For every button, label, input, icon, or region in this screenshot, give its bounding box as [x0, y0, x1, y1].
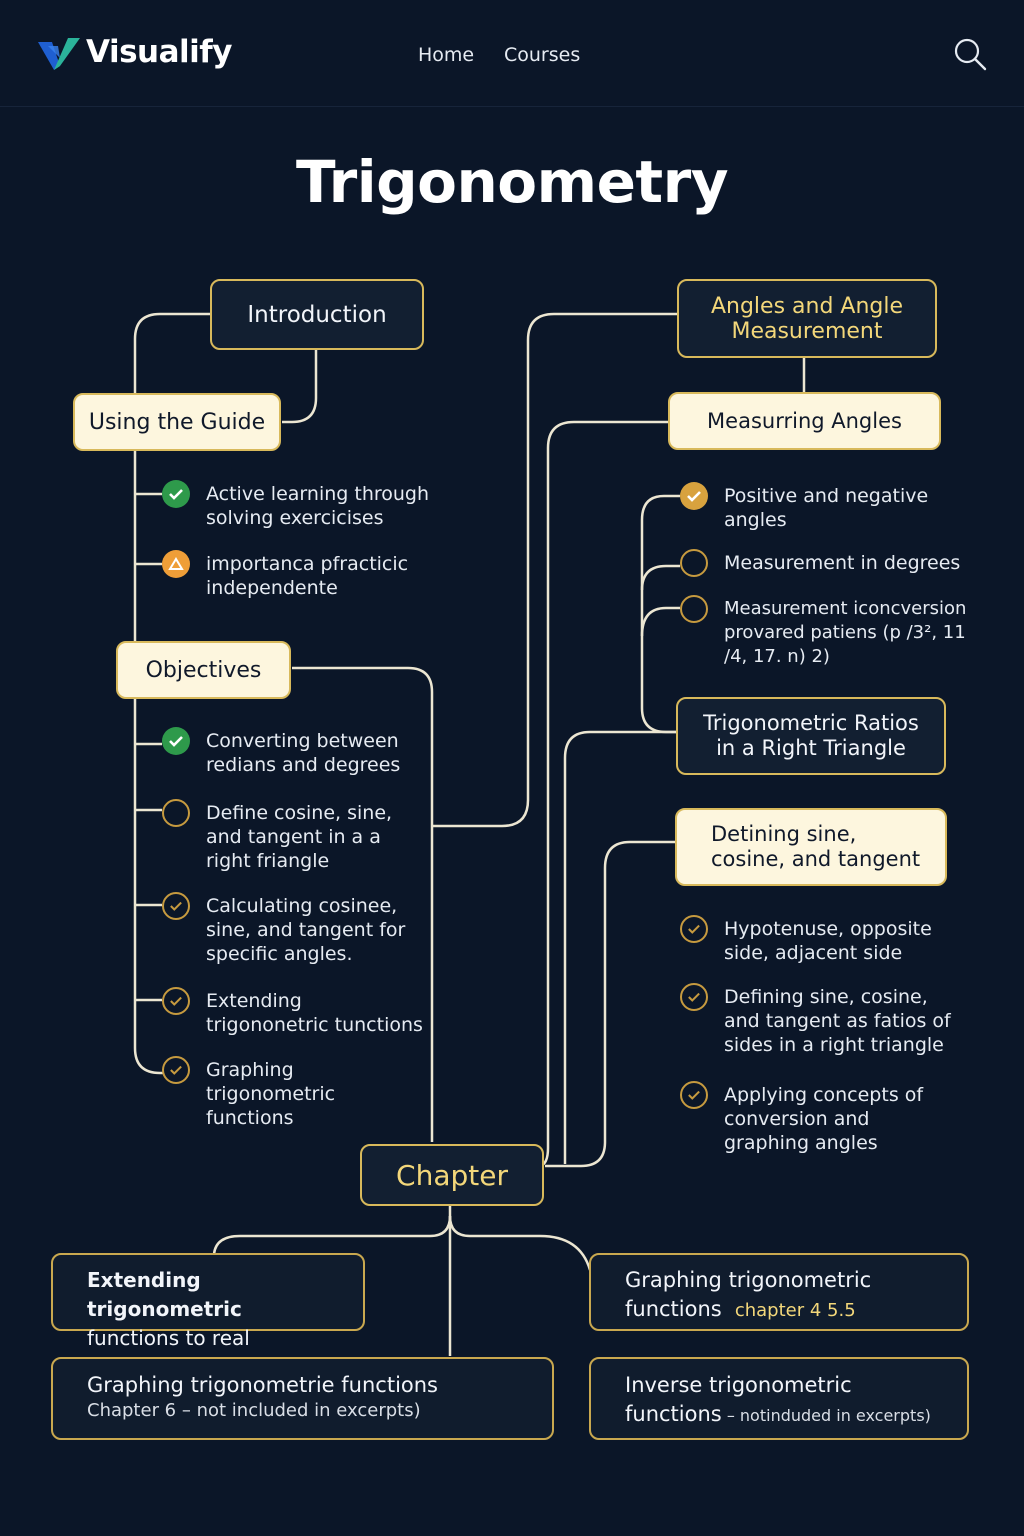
visualify-logo-icon[interactable]	[38, 36, 80, 72]
list-item: Hypotenuse, opposite side, adjacent side	[680, 915, 950, 965]
list-item: Define cosine, sine, and tangent in a a …	[162, 799, 397, 873]
chapter-box-subtitle: chapter 4 5.5	[734, 1300, 856, 1321]
list-item: Graphing trigonometric functions	[162, 1056, 424, 1130]
chapter-box-title: functions	[625, 1402, 722, 1426]
brand-name[interactable]: Visualify	[86, 34, 232, 70]
list-item-label: Defining sine, cosine, and tangent as fa…	[724, 986, 951, 1056]
check-outline-icon	[680, 915, 708, 943]
list-item: Measurement in degrees	[680, 549, 980, 577]
chapter-box-title: Graphing trigonometric	[625, 1268, 872, 1292]
node-label-line: Angles and Angle	[710, 293, 904, 319]
using-the-guide-node[interactable]: Using the Guide	[73, 393, 281, 451]
warning-icon	[162, 550, 190, 578]
introduction-node[interactable]: Introduction	[210, 279, 424, 350]
chapter-box-graphing-chapter6[interactable]: Graphing trigonometrie functions Chapter…	[51, 1357, 554, 1440]
chapter-node[interactable]: Chapter	[360, 1144, 544, 1206]
list-item: Converting between redians and degrees	[162, 727, 424, 777]
list-item: Calculating cosinee, sine, and tangent f…	[162, 892, 424, 966]
chapter-box-extending-functions[interactable]: Extending trigonometric functions to rea…	[51, 1253, 365, 1379]
chapter-box-title: Extending trigonometric	[87, 1268, 242, 1321]
node-label-line: in a Right Triangle	[716, 736, 906, 760]
list-item-label: Hypotenuse, opposite side, adjacent side	[724, 918, 932, 964]
list-item-label: Measurement iconcversion provared patien…	[724, 598, 967, 667]
chapter-box-subtitle: Chapter 6 – not included in excerpts)	[87, 1400, 421, 1421]
chapter-box-inverse-functions[interactable]: Inverse trigonometric functions – notind…	[589, 1357, 969, 1440]
node-label-line: Measurement	[731, 318, 883, 344]
check-circle-icon	[680, 482, 708, 510]
nav-home-link[interactable]: Home	[418, 44, 475, 66]
list-item: Extending trigononetric tunctions	[162, 987, 424, 1037]
trigonometric-ratios-node[interactable]: Trigonometric Ratios in a Right Triangle	[676, 697, 946, 775]
check-circle-icon	[162, 727, 190, 755]
nav-courses-link[interactable]: Courses	[504, 44, 581, 66]
chapter-box-title: Inverse trigonometric	[625, 1373, 852, 1397]
list-item: Active learning through solving exercici…	[162, 480, 452, 530]
check-outline-icon	[162, 892, 190, 920]
angles-and-angle-measurement-node[interactable]: Angles and Angle Measurement	[677, 279, 937, 358]
measuring-angles-node[interactable]: Measurring Angles	[668, 392, 941, 450]
node-label-line: Detining sine,	[711, 822, 857, 846]
check-outline-icon	[680, 1081, 708, 1109]
list-item: Defining sine, cosine, and tangent as fa…	[680, 983, 960, 1057]
chapter-box-title: Graphing trigonometrie functions	[87, 1373, 439, 1397]
objectives-node[interactable]: Objectives	[116, 641, 291, 699]
list-item-label: Converting between redians and degrees	[206, 730, 401, 776]
chapter-box-subtitle: – notinduded in excerpts)	[726, 1406, 931, 1425]
search-icon[interactable]	[952, 36, 988, 72]
empty-circle-icon	[680, 595, 708, 623]
check-outline-icon	[162, 987, 190, 1015]
list-item-label: Graphing trigonometric functions	[206, 1059, 336, 1129]
defining-sine-cosine-tangent-node[interactable]: Detining sine, cosine, and tangent	[675, 808, 947, 886]
empty-circle-icon	[680, 549, 708, 577]
chapter-box-graphing-functions[interactable]: Graphing trigonometric functions chapter…	[589, 1253, 969, 1331]
list-item-label: Define cosine, sine, and tangent in a a …	[206, 802, 393, 872]
page-title: Trigonometry	[295, 148, 729, 216]
check-outline-icon	[680, 983, 708, 1011]
empty-circle-icon	[162, 799, 190, 827]
list-item: importanca pfracticic independente	[162, 550, 452, 600]
check-circle-icon	[162, 480, 190, 508]
list-item-label: Measurement in degrees	[724, 552, 961, 574]
list-item-label: Extending trigononetric tunctions	[206, 990, 423, 1036]
node-label-line: Trigonometric Ratios	[703, 711, 919, 735]
list-item-label: Positive and negative angles	[724, 485, 929, 531]
node-label-line: cosine, and tangent	[711, 847, 921, 871]
list-item: Applying concepts of conversion and grap…	[680, 1081, 960, 1155]
list-item-label: Applying concepts of conversion and grap…	[724, 1084, 924, 1154]
check-outline-icon	[162, 1056, 190, 1084]
list-item-label: importanca pfracticic independente	[206, 553, 409, 599]
list-item-label: Active learning through solving exercici…	[206, 483, 430, 529]
list-item: Measurement iconcversion provared patien…	[680, 595, 980, 669]
chapter-box-title: functions	[625, 1297, 722, 1321]
list-item-label: Calculating cosinee, sine, and tangent f…	[206, 895, 406, 965]
top-navigation-bar: Visualify Home Courses	[0, 0, 1024, 107]
list-item: Positive and negative angles	[680, 482, 940, 532]
